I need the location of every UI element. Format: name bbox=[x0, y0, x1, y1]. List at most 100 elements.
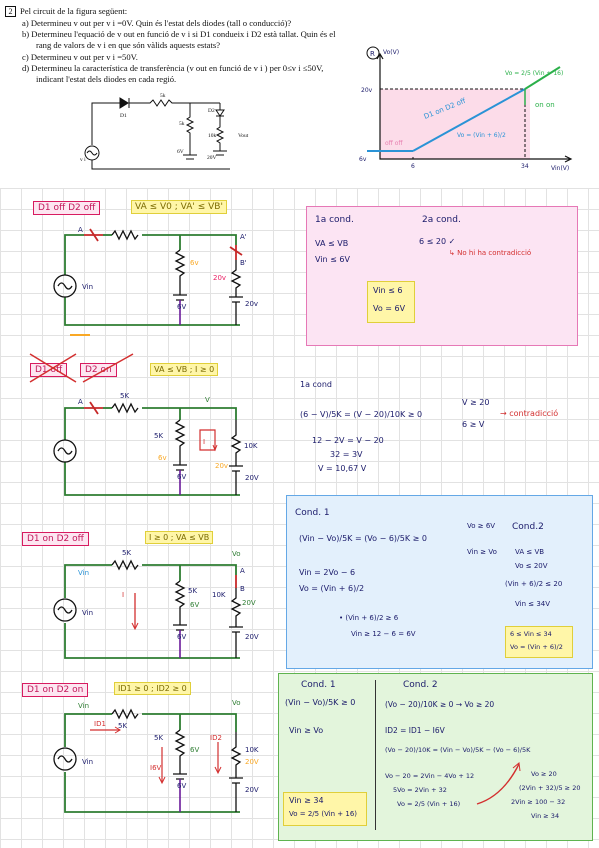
s3-vin-top: Vin bbox=[78, 569, 89, 577]
s3-condition: I ≥ 0 ; VA ≤ VB bbox=[145, 531, 214, 544]
s3-6v-source: 6V bbox=[177, 633, 186, 641]
s1-result-highlight: Vin ≤ 6 Vo = 6V bbox=[367, 281, 415, 323]
s4-20v-source: 20V bbox=[245, 786, 259, 794]
s4-20v-label: 20V bbox=[245, 758, 259, 766]
s2-20v-source: 20V bbox=[245, 474, 259, 482]
graph-y-axis: Vo(V) bbox=[383, 49, 399, 56]
s2-condition: VA ≤ VB ; I ≥ 0 bbox=[150, 363, 219, 376]
s3-vo: Vo bbox=[232, 550, 241, 558]
s2-work-line: 12 − 2V = V − 20 bbox=[312, 436, 384, 445]
s1-condition: VA ≤ V0 ; VA' ≤ VB' bbox=[131, 200, 227, 214]
s2-v: V bbox=[205, 396, 210, 404]
transfer-characteristic-graph: R Vo(V) Vin(V) 20v 6v 6 34 off off D1 on… bbox=[359, 46, 573, 172]
s4-divider bbox=[375, 680, 376, 830]
s3-node-b: B bbox=[240, 585, 245, 593]
s1-box-line: 2a cond. bbox=[422, 215, 461, 225]
printed-6v: 6V bbox=[177, 149, 184, 155]
s1-box-line: 6 ≤ 20 ✓ bbox=[419, 237, 456, 246]
s4-box-line: Cond. 2 bbox=[403, 680, 438, 690]
s3-box-line: Vin ≤ 34V bbox=[515, 600, 551, 608]
s4-box-line: (Vin − Vo)/5K ≥ 0 bbox=[285, 698, 356, 707]
s1-box-line: Vo = 6V bbox=[373, 304, 406, 313]
s2-tag-b: D2 on bbox=[80, 363, 117, 377]
s1-box-line: Vin ≤ 6V bbox=[315, 255, 350, 264]
s1-6v-source: 6V bbox=[177, 303, 186, 311]
s4-box-line: (Vo − 20)/10K ≥ 0 → Vo ≥ 20 bbox=[385, 700, 495, 709]
s4-box-line: Vin ≥ 34 bbox=[289, 796, 324, 805]
s2-strikeout bbox=[29, 353, 134, 383]
s3-tag: D1 on D2 off bbox=[22, 532, 89, 546]
s2-work-line: 1a cond bbox=[300, 380, 332, 389]
s3-box-line: VA ≤ VB bbox=[515, 548, 545, 556]
printed-r1: 5k bbox=[160, 93, 166, 99]
s4-id1: ID1 bbox=[94, 720, 106, 728]
s3-result-highlight: 6 ≤ Vin ≤ 34 Vo = (Vin + 6)/2 bbox=[505, 626, 573, 658]
s4-box-line: Vo − 20 = 2Vin − 4Vo + 12 bbox=[385, 772, 475, 780]
s2-6v-source: 6V bbox=[177, 473, 186, 481]
s4-box-line: ID2 = ID1 − I6V bbox=[385, 726, 445, 735]
s3-20v-label: 20V bbox=[242, 599, 256, 607]
s4-box-line: 5Vo = 2Vin + 32 bbox=[393, 786, 447, 794]
s4-vo: Vo bbox=[232, 699, 241, 707]
problem-item-d: d) Determineu la característica de trans… bbox=[22, 63, 324, 73]
s3-box-line: Vin ≥ Vo bbox=[467, 548, 497, 556]
s1-box-line: Vin ≤ 6 bbox=[373, 286, 403, 295]
s4-r2: 5K bbox=[154, 734, 163, 742]
s4-box-line: Vo = 2/5 (Vin + 16) bbox=[397, 800, 461, 808]
s3-box-line: (Vin − Vo)/5K = (Vo − 6)/5K ≥ 0 bbox=[299, 534, 427, 543]
graph-region-off: off off bbox=[385, 140, 403, 147]
s1-box-line: 1a cond. bbox=[315, 215, 354, 225]
s4-box-line: (2Vin + 32)/5 ≥ 20 bbox=[519, 784, 581, 792]
s3-r1: 5K bbox=[122, 549, 131, 557]
s3-r2: 5K bbox=[188, 587, 197, 595]
s1-node-a: A bbox=[78, 226, 83, 234]
printed-d2: D2 bbox=[208, 108, 215, 114]
s4-vin: Vin bbox=[82, 758, 93, 766]
s3-node-a: A bbox=[240, 567, 245, 575]
s2-work-line: (6 − V)/5K = (V − 20)/10K ≥ 0 bbox=[300, 410, 423, 419]
problem-item-d2: indicant l'estat dels diodes en cada reg… bbox=[36, 74, 177, 84]
s1-6v-label: 6v bbox=[190, 259, 199, 267]
printed-r3: 10k bbox=[208, 133, 217, 139]
s3-vin: Vin bbox=[82, 609, 93, 617]
s3-box-line: Vin = 2Vo − 6 bbox=[299, 568, 356, 577]
graph-x-axis: Vin(V) bbox=[551, 165, 569, 172]
s1-box-line: ↳ No hi ha contradicció bbox=[449, 249, 532, 257]
s4-circuit: Vin Vo 5K ID1 5K 6V ID2 10K 20V Vin I6V … bbox=[53, 699, 259, 813]
s2-r2: 5K bbox=[154, 432, 163, 440]
problem-intro: Pel circuit de la figura següent: bbox=[20, 6, 128, 16]
printed-vi: v i bbox=[80, 157, 86, 163]
s3-r3: 10K bbox=[212, 591, 226, 599]
graph-top-eq: Vo = 2/5 (Vin + 16) bbox=[505, 70, 563, 77]
s1-tag: D1 off D2 off bbox=[33, 201, 101, 215]
s3-box-line: Vo ≤ 20V bbox=[515, 562, 548, 570]
s3-i: I bbox=[122, 591, 124, 599]
problem-item-b2: rang de valors de v i en que són vàlids … bbox=[36, 40, 221, 50]
s4-box-line: Vo = 2/5 (Vin + 16) bbox=[289, 810, 358, 818]
s3-circuit: 5K Vo Vin Vin I 5K 6V 10K 20V A B 6V 20V bbox=[53, 549, 259, 659]
s2-work-line: V = 10,67 V bbox=[318, 464, 367, 473]
s4-6v-label: 6V bbox=[190, 746, 199, 754]
problem-item-c: c) Determineu v out per v i =50V. bbox=[22, 52, 138, 62]
s3-box-line: Vin ≥ 12 − 6 = 6V bbox=[351, 630, 416, 638]
s4-r1: 5K bbox=[118, 722, 127, 730]
printed-circuit-diagram: D1 5k 5k D2 10k Vout 6V 20V v i bbox=[80, 93, 249, 170]
s3-box-line: Cond.2 bbox=[512, 522, 544, 532]
s4-id2: ID2 bbox=[210, 734, 222, 742]
problem-item-a: a) Determineu v out per v i =0V. Quin és… bbox=[22, 18, 292, 28]
s1-20v-label: 20v bbox=[213, 274, 226, 282]
s1-vin: Vin bbox=[82, 283, 93, 291]
s3-box-line: Vo = (Vin + 6)/2 bbox=[299, 584, 365, 593]
s2-work-line: 32 = 3V bbox=[330, 450, 363, 459]
s4-r3: 10K bbox=[245, 746, 259, 754]
s4-i6v: I6V bbox=[150, 764, 162, 772]
printed-20v: 20V bbox=[207, 155, 217, 161]
s4-6v-source: 6V bbox=[177, 782, 186, 790]
s4-box-line: (Vo − 20)/10K = (Vin − Vo)/5K − (Vo − 6)… bbox=[385, 746, 531, 754]
s1-analysis-box: 1a cond. VA ≤ VB Vin ≤ 6V 2a cond. 6 ≤ 2… bbox=[306, 206, 578, 346]
s4-condition: ID1 ≥ 0 ; ID2 ≥ 0 bbox=[114, 682, 191, 695]
s2-work-line: → contradicció bbox=[500, 409, 559, 418]
s4-box-line: 2Vin ≥ 100 − 32 bbox=[511, 798, 566, 806]
s3-box-line: 6 ≤ Vin ≤ 34 bbox=[510, 630, 552, 638]
s1-circuit: A A' B' Vin 6v 6V 20v 20v bbox=[53, 226, 258, 336]
